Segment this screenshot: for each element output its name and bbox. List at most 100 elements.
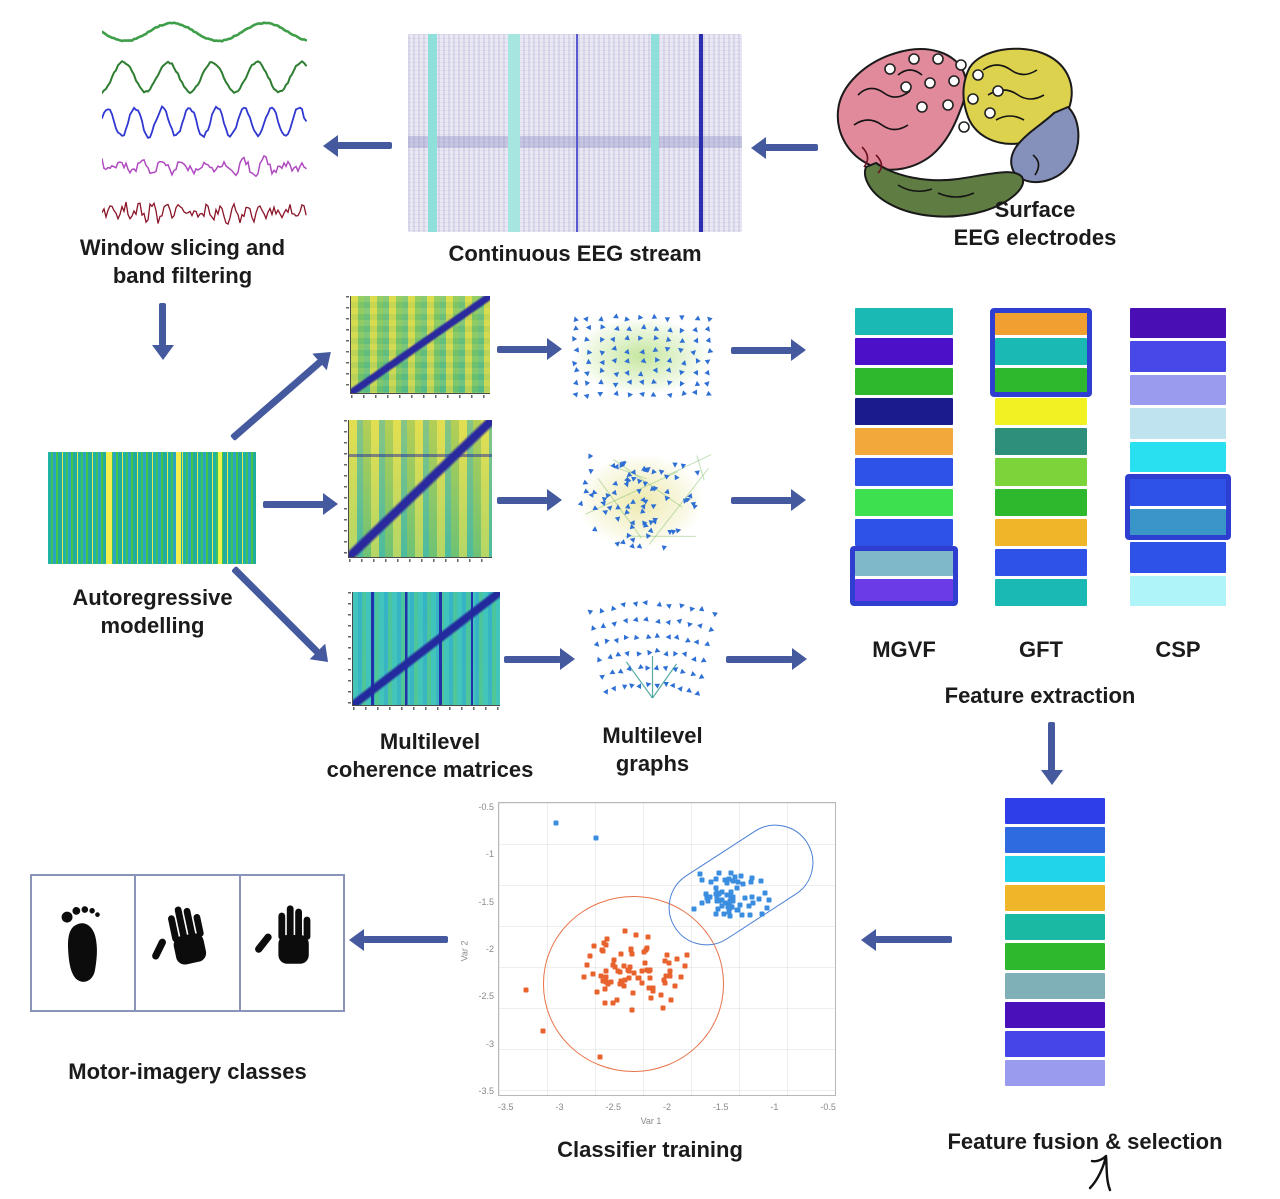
scatter-point — [730, 898, 736, 904]
eeg-stream-image — [408, 34, 742, 232]
coherence-matrices-label: Multilevel coherence matrices — [326, 729, 534, 782]
feature-column-gft — [990, 308, 1092, 606]
scatter-point — [725, 902, 731, 908]
scatter-point — [719, 897, 725, 903]
scatter-point — [660, 1005, 666, 1011]
scatter-point — [739, 912, 745, 918]
waveform-stack — [102, 10, 312, 234]
scatter-point — [734, 907, 740, 913]
feature-block — [1005, 972, 1105, 999]
scatter-point — [672, 983, 678, 989]
coherence-matrix-3 — [348, 592, 500, 710]
x-tick-label: -1.5 — [712, 1102, 729, 1112]
scatter-point — [626, 975, 632, 981]
waveform-trace-band-5 — [102, 201, 307, 225]
scatter-point — [584, 962, 590, 968]
feature-block — [1130, 475, 1226, 506]
scatter-point — [540, 1028, 546, 1034]
scatter-point — [594, 989, 600, 995]
feature-block — [995, 368, 1087, 396]
scatter-point — [714, 895, 720, 901]
scatter-point — [704, 895, 710, 901]
scatter-point — [722, 877, 728, 883]
scatter-point — [622, 928, 628, 934]
waveform-trace-band-1 — [102, 21, 307, 43]
scatter-point — [523, 987, 529, 993]
scatter-point — [618, 951, 624, 957]
scatter-point — [759, 911, 765, 917]
scatter-point — [668, 997, 674, 1003]
scatter-point — [645, 934, 651, 940]
scatter-point — [610, 1000, 616, 1006]
scatter-point — [662, 958, 668, 964]
x-axis-label: Var 1 — [640, 1116, 662, 1126]
graph-svg — [577, 453, 712, 551]
scatter-point — [590, 971, 596, 977]
scatter-point — [715, 906, 721, 912]
multilevel-graph-1 — [568, 312, 716, 400]
feature-block — [855, 368, 953, 396]
feature-block — [995, 458, 1087, 486]
scatter-point — [721, 911, 727, 917]
scatter-point — [662, 980, 668, 986]
scatter-point — [630, 990, 635, 996]
x-tick-label: -2 — [662, 1102, 671, 1112]
y-tick-label: -2 — [485, 943, 494, 954]
scatter-point — [664, 952, 670, 958]
feature-block — [995, 338, 1087, 366]
feature-block — [855, 548, 953, 576]
scatter-point — [749, 894, 755, 900]
scatter-point — [705, 898, 711, 904]
x-axis-ticks: -3.5-3-2.5-2-1.5-1-0.5 — [498, 1102, 836, 1112]
motor-class-right-hand — [241, 876, 343, 1010]
feature-block — [1130, 542, 1226, 573]
scatter-point — [750, 900, 756, 906]
scatter-point — [708, 879, 714, 885]
surface-electrodes-label: Surface EEG electrodes — [953, 197, 1117, 250]
feature-block — [1130, 441, 1226, 473]
scatter-point — [726, 876, 732, 882]
feature-fusion-label: Feature fusion & selection — [947, 1129, 1223, 1154]
scatter-point — [729, 904, 735, 910]
scatter-point — [611, 957, 617, 963]
scatter-point — [749, 875, 754, 881]
scatter-point — [758, 878, 764, 884]
feature-block — [1005, 943, 1105, 970]
feature-column-csp — [1125, 308, 1231, 606]
feature-block — [1130, 341, 1226, 372]
scatter-point — [601, 940, 606, 946]
foot-icon — [60, 903, 110, 984]
scatter-point — [605, 981, 611, 987]
scatter-point — [735, 879, 741, 885]
scatter-point — [647, 975, 653, 980]
feature-block — [1005, 856, 1105, 883]
x-tick-label: -3 — [555, 1102, 564, 1112]
deep-sulci-lines — [861, 146, 883, 174]
scatter-point — [697, 871, 703, 877]
scatter-point — [667, 973, 673, 979]
scatter-point — [716, 891, 722, 897]
scatter-point — [730, 878, 736, 884]
feature-block — [855, 308, 953, 336]
scatter-point — [617, 969, 623, 975]
waveform-trace-band-2 — [102, 60, 307, 95]
scatter-point — [626, 968, 632, 974]
scatter-point — [639, 980, 645, 986]
scatter-point — [600, 978, 606, 984]
scatter-point — [603, 968, 609, 974]
scatter-point — [604, 936, 610, 942]
feature-block — [995, 548, 1087, 576]
scatter-point — [719, 903, 725, 909]
feature-extraction-label: Feature extraction — [944, 683, 1136, 708]
y-tick-label: -0.5 — [478, 802, 494, 812]
feature-block — [995, 488, 1087, 516]
scatter-point — [713, 876, 719, 882]
scatter-point — [628, 946, 634, 952]
scatter-point — [667, 968, 673, 974]
scatter-point — [581, 974, 587, 980]
scatter-point — [748, 879, 754, 885]
feature-block — [1130, 508, 1226, 540]
feature-block — [855, 428, 953, 456]
motor-imagery-label: Motor-imagery classes — [68, 1059, 307, 1084]
